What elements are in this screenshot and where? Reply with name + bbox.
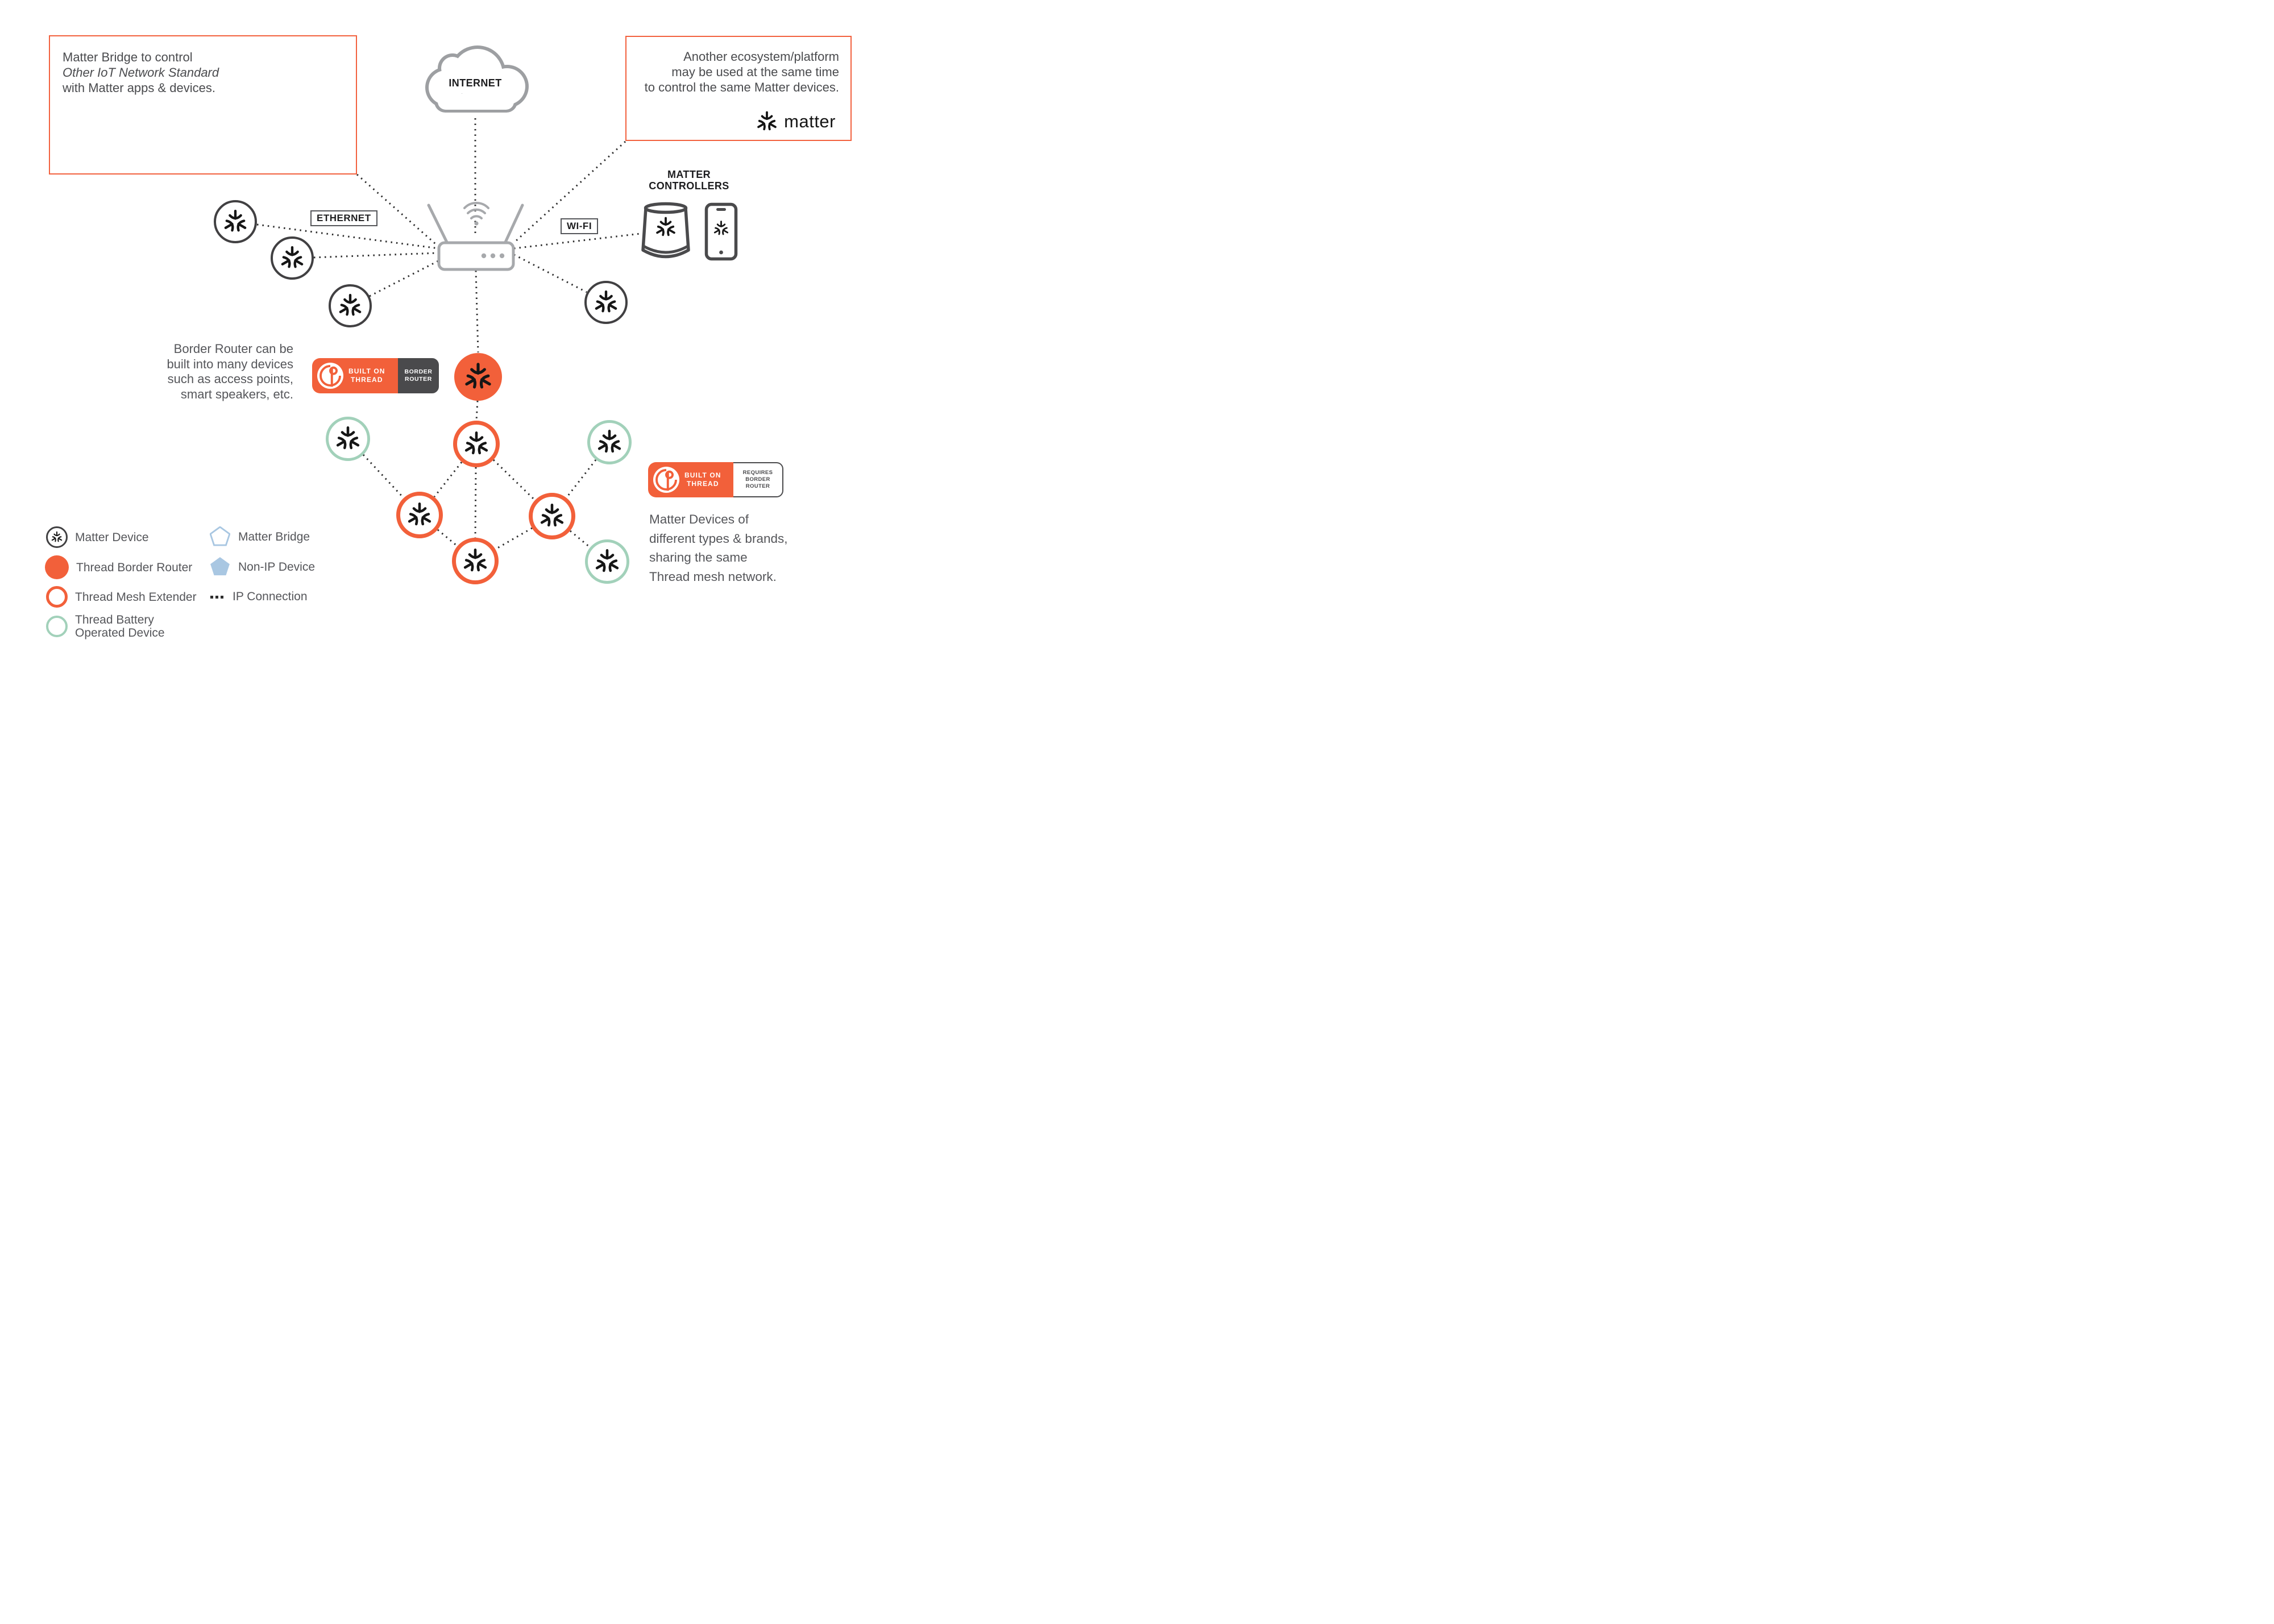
legend-item-non-ip-device: Non-IP Device [209,556,315,577]
caption-line: Thread mesh network. [649,569,777,584]
caption-line: Matter Devices of [649,512,749,526]
matter-bridge-icon [209,526,231,547]
non-ip-device-icon [209,556,231,577]
legend-label: Thread Border Router [76,560,193,574]
internet-cloud-icon [425,45,529,113]
badge-text-line: BORDER [745,476,770,483]
ecosystem-note-line: to control the same Matter devices. [644,80,839,94]
legend-item-matter-bridge: Matter Bridge [209,526,310,547]
controllers-heading-line: CONTROLLERS [649,180,729,192]
thread-battery-device-node [585,539,629,584]
internet-label: INTERNET [449,77,502,89]
thread-logo-icon [653,467,679,493]
legend-label: Thread Battery [75,613,154,626]
caption-line: smart speakers, etc. [180,387,293,401]
thread-mesh-extender-node [453,421,500,467]
thread-mesh-extender-node [396,492,443,538]
legend-item-thread-battery-device: Thread Battery Operated Device [46,613,165,639]
thread-mesh-extender-icon [46,586,68,608]
badge-text-line: REQUIRES [742,470,773,476]
built-on-thread-requires-border-router-badge: BUILT ON THREAD REQUIRES BORDER ROUTER [648,462,783,497]
badge-text-line: BUILT ON [348,367,385,375]
legend-item-matter-device: Matter Device [46,526,149,548]
thread-mesh-extender-node [452,538,499,584]
badge-text-line: THREAD [350,376,383,384]
thread-battery-device-node [587,420,632,464]
matter-device-node [271,236,314,280]
badge-text-line: ROUTER [405,376,432,383]
badge-text-line: BUILT ON [684,471,721,479]
caption-line: different types & brands, [649,531,788,546]
ecosystem-note-line: may be used at the same time [671,65,839,79]
bridge-note-line: Matter Bridge to control [63,50,193,64]
matter-device-node [214,200,257,243]
caption-line: such as access points, [167,372,293,386]
built-on-thread-border-router-badge: BUILT ON THREAD BORDER ROUTER [312,358,439,393]
legend-item-ip-connection: IP Connection [210,590,308,603]
thread-mesh-extender-node [529,493,575,539]
matter-logo-icon [756,110,778,133]
matter-device-icon [46,526,68,548]
matter-wordmark: matter [784,111,836,131]
bridge-note-line: with Matter apps & devices. [63,81,216,95]
wifi-waves-icon [463,202,489,219]
legend-item-thread-border-router: Thread Border Router [45,555,192,579]
controllers-heading-line: MATTER [667,169,711,180]
ip-connection-icon [210,595,223,599]
legend-item-thread-mesh-extender: Thread Mesh Extender [46,586,197,608]
legend-label: Non-IP Device [238,560,316,574]
matter-bridge-note-box: Matter Bridge to control Other IoT Netwo… [49,35,357,175]
smart-speaker-icon [641,202,690,259]
bridge-note-line: Other IoT Network Standard [63,65,219,80]
legend-label: Operated Device [75,626,165,639]
badge-text-line: ROUTER [745,483,770,489]
legend-label: Thread Mesh Extender [75,590,197,604]
caption-line: sharing the same [649,550,748,564]
ip-connection-lines [256,118,641,551]
badge-text-line: THREAD [686,480,719,488]
ecosystem-note-line: Another ecosystem/platform [683,49,839,64]
thread-battery-device-node [326,417,370,461]
matter-thread-network-diagram: Matter Bridge to control Other IoT Netwo… [0,0,910,650]
ethernet-label: ETHERNET [310,210,377,226]
smartphone-icon [704,202,738,261]
thread-border-router-node [454,353,502,401]
caption-line: built into many devices [167,356,293,371]
caption-line: Border Router can be [173,342,293,356]
border-router-caption: Border Router can be built into many dev… [152,342,293,402]
legend-label: Matter Bridge [238,530,310,543]
badge-text-line: BORDER [404,368,433,375]
thread-logo-icon [317,363,343,389]
thread-mesh-caption: Matter Devices of different types & bran… [649,510,803,586]
wifi-router-icon [427,202,524,271]
diagram-wires-layer [253,45,738,551]
thread-border-router-icon [45,555,69,579]
matter-device-node [329,284,372,327]
ecosystem-note-box: Another ecosystem/platform may be used a… [625,36,852,141]
matter-controllers-heading: MATTER CONTROLLERS [632,169,746,192]
matter-device-node [584,281,628,324]
legend-label: IP Connection [233,590,308,603]
legend-label: Matter Device [75,530,149,544]
wifi-label: WI-FI [561,218,599,234]
thread-battery-device-icon [46,616,68,637]
